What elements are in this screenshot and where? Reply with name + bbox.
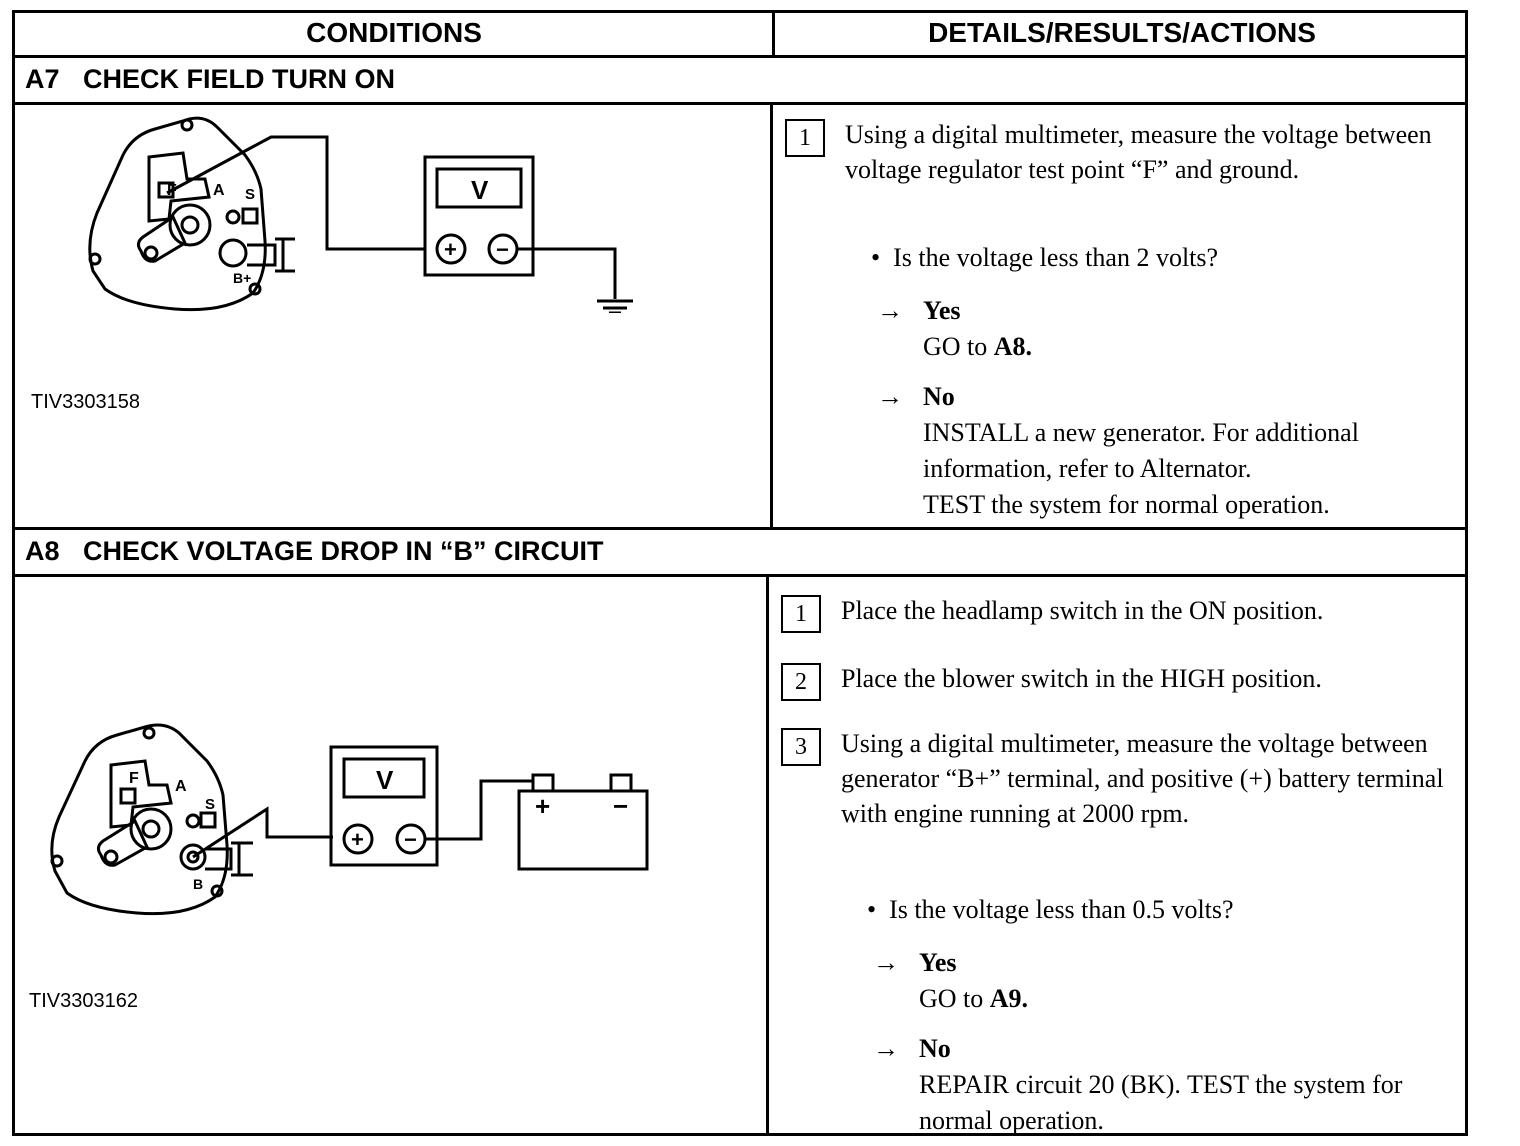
a7-question: • Is the voltage less than 2 volts?: [871, 243, 1218, 273]
a7-figure-id: TIV3303158: [31, 391, 140, 413]
a8-details: 1 Place the headlamp switch in the ON po…: [781, 593, 1465, 1135]
result-text: INSTALL a new generator. For additional …: [923, 418, 1359, 483]
result-text: REPAIR circuit 20 (BK). TEST the system …: [919, 1070, 1403, 1135]
result-text-2: TEST the system for normal operation.: [923, 490, 1330, 519]
header-bottom-rule: [15, 55, 1465, 58]
meter-minus: −: [496, 237, 509, 262]
label-f: F: [129, 770, 139, 787]
a7-bottom-rule: [15, 527, 1465, 530]
battery-minus: −: [613, 791, 628, 821]
bullet-dot: •: [867, 895, 890, 924]
meter-plus: +: [351, 827, 364, 852]
bullet-dot: •: [871, 243, 894, 272]
step-number: 1: [785, 119, 825, 157]
details-header: DETAILS/RESULTS/ACTIONS: [928, 17, 1316, 48]
question-text: Is the voltage less than 2 volts?: [893, 243, 1219, 272]
meter-plus: +: [444, 237, 457, 262]
header-divider: [772, 13, 775, 57]
step-text: Place the blower switch in the HIGH posi…: [841, 664, 1322, 693]
question-text: Is the voltage less than 0.5 volts?: [889, 895, 1234, 924]
step-text: Using a digital multimeter, measure the …: [845, 120, 1432, 184]
section-code: A7: [25, 64, 60, 94]
label-s: S: [205, 796, 215, 813]
section-title-a8: A8 CHECK VOLTAGE DROP IN “B” CIRCUIT: [25, 529, 604, 573]
label-f: F: [167, 182, 177, 199]
step-text: Place the headlamp switch in the ON posi…: [841, 596, 1324, 625]
arrow-icon: →: [877, 382, 903, 411]
a7-column-divider: [770, 104, 773, 528]
result-answer: No: [919, 1034, 951, 1063]
section-title-a7: A7 CHECK FIELD TURN ON: [25, 57, 395, 101]
label-b: B: [193, 876, 203, 892]
a8-question: • Is the voltage less than 0.5 volts?: [867, 895, 1234, 925]
meter-v: V: [376, 765, 394, 795]
result-goto-ref: A8.: [993, 332, 1033, 361]
meter-minus: −: [404, 827, 417, 852]
a8-result-no: → No REPAIR circuit 20 (BK). TEST the sy…: [873, 1031, 1463, 1141]
arrow-icon: →: [873, 948, 899, 977]
a7-title-rule: [15, 102, 1465, 105]
a8-title-rule: [15, 574, 1465, 577]
section-title-text: CHECK VOLTAGE DROP IN “B” CIRCUIT: [83, 536, 604, 566]
battery-plus: +: [535, 791, 550, 821]
arrow-icon: →: [873, 1034, 899, 1063]
a8-figure-id: TIV3303162: [29, 990, 138, 1012]
section-code: A8: [25, 536, 60, 566]
result-text: GO to: [923, 332, 994, 361]
a7-result-yes: → Yes GO to A8.: [877, 293, 1467, 373]
a8-result-yes: → Yes GO to A9.: [873, 945, 1463, 1025]
a7-result-no: → No INSTALL a new generator. For additi…: [877, 379, 1467, 529]
step-number: 1: [781, 595, 821, 633]
label-a: A: [213, 182, 225, 199]
label-a: A: [175, 778, 187, 795]
label-s: S: [245, 186, 255, 203]
section-title-text: CHECK FIELD TURN ON: [83, 64, 395, 94]
a8-figure-diagram: F A S B V + − + −: [50, 723, 649, 916]
step-text: Using a digital multimeter, measure the …: [841, 729, 1444, 828]
result-goto-ref: A9.: [989, 984, 1029, 1013]
meter-v: V: [471, 175, 489, 205]
step-number: 3: [781, 728, 821, 766]
label-bplus: B+: [233, 270, 251, 286]
arrow-icon: →: [877, 296, 903, 325]
conditions-header: CONDITIONS: [306, 17, 482, 48]
a7-figure-diagram: F A S B+ V + −: [88, 116, 633, 313]
result-text: GO to: [919, 984, 990, 1013]
result-answer: No: [923, 382, 955, 411]
a8-column-divider: [766, 576, 769, 1136]
step-number: 2: [781, 663, 821, 701]
result-answer: Yes: [919, 948, 957, 977]
a7-details: 1 Using a digital multimeter, measure th…: [785, 117, 1465, 527]
result-answer: Yes: [923, 296, 961, 325]
